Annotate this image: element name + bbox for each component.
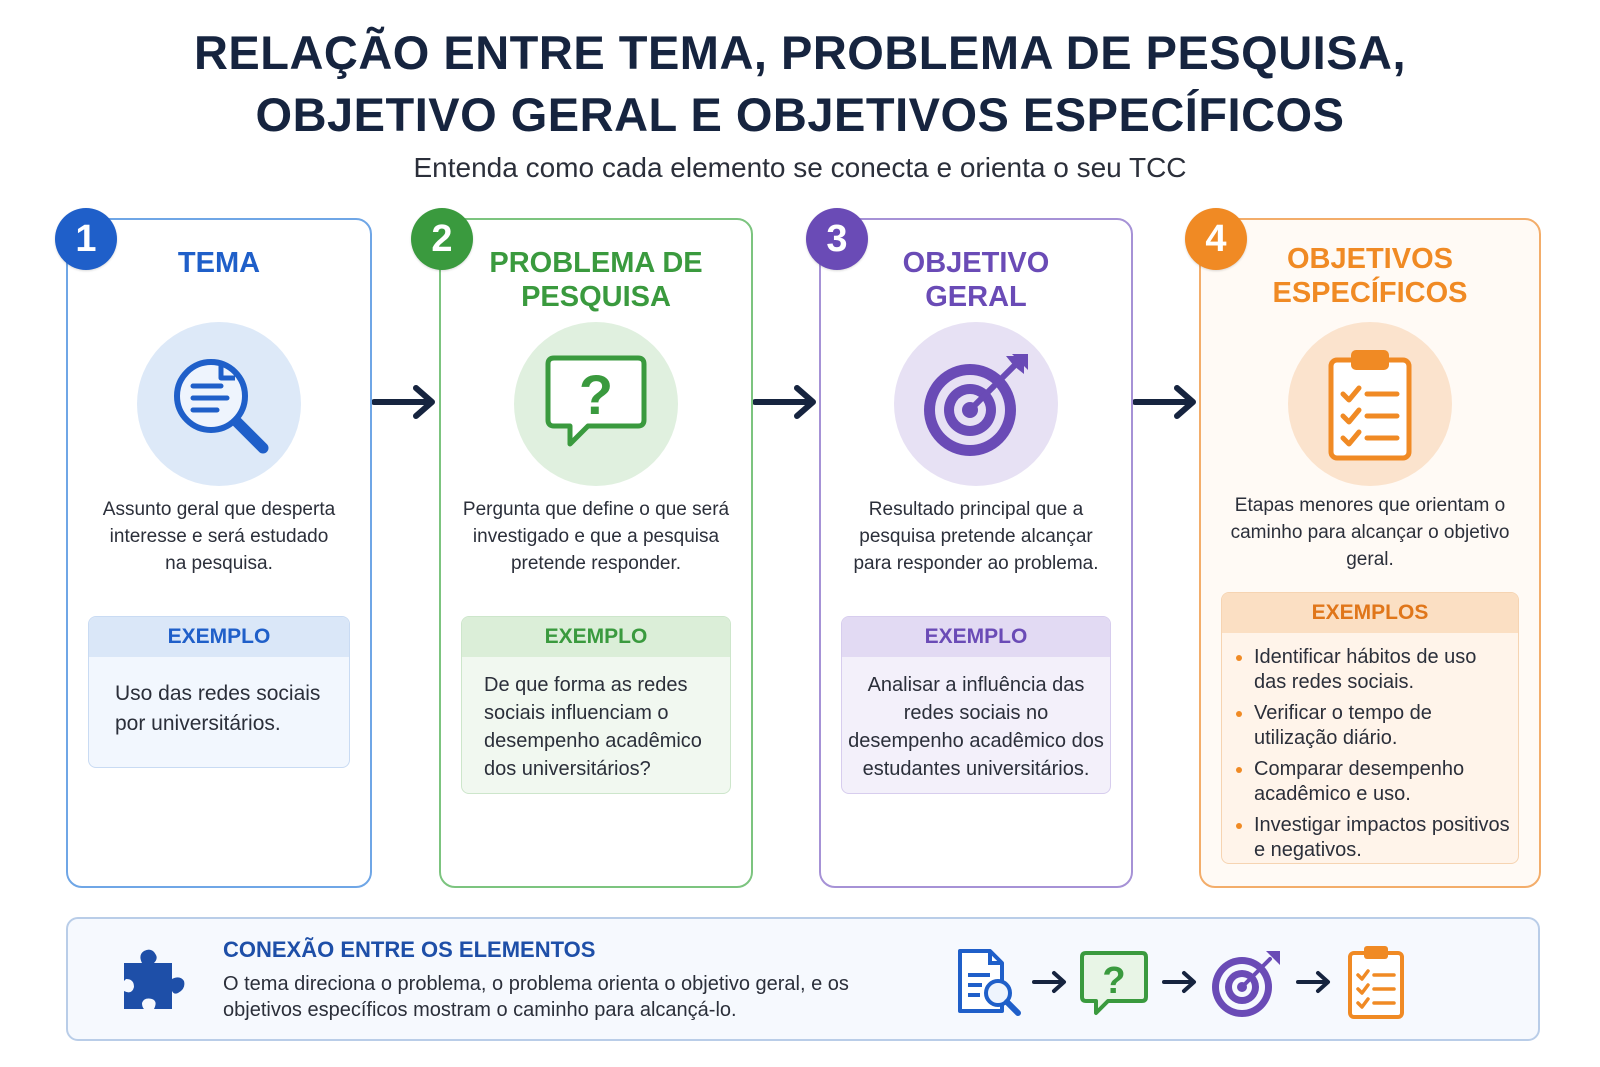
list-item: Verificar o tempo de utilização diário. — [1236, 701, 1510, 751]
card-objetivos-especificos-example-label: EXEMPLOS — [1222, 593, 1518, 633]
card-objetivos-especificos-title-line-1: OBJETIVOS — [1287, 243, 1453, 275]
card-objetivos-especificos-example-box: EXEMPLOS Identificar hábitos de uso das … — [1221, 592, 1519, 864]
card-tema-title: TEMA — [177, 247, 261, 279]
step-badge-3: 3 — [806, 208, 868, 270]
card-objetivos-especificos-example-list: Identificar hábitos de uso das redes soc… — [1222, 633, 1518, 863]
arrow-right-icon — [1296, 971, 1330, 993]
puzzle-piece-icon — [124, 949, 185, 1009]
card-problema-description: Pergunta que define o que será investiga… — [462, 499, 730, 574]
card-objetivo-geral-example-box: EXEMPLO Analisar a influência das redes … — [841, 616, 1111, 794]
card-problema-example-text: De que forma as redes sociais influencia… — [484, 674, 702, 780]
card-tema-icon-circle — [137, 322, 301, 486]
card-problema-example-label: EXEMPLO — [462, 617, 730, 657]
card-objetivo-geral-title: OBJETIVO GERAL — [821, 246, 1131, 314]
card-objetivos-especificos-title-line-2: ESPECÍFICOS — [1272, 277, 1468, 309]
arrow-right-icon — [1133, 385, 1196, 419]
card-objetivo-geral-description: Resultado principal que a pesquisa prete… — [853, 499, 1099, 574]
card-problema-example-box: EXEMPLO De que forma as redes sociais in… — [461, 616, 731, 794]
card-objetivos-especificos-description: Etapas menores que orientam o caminho pa… — [1230, 495, 1510, 570]
question-bubble-icon: ? — [545, 355, 647, 447]
list-item: Comparar desempenho acadêmico e uso. — [1236, 757, 1510, 807]
card-tema-example-text: Uso das redes sociais por universitários… — [115, 682, 321, 735]
page-subtitle: Entenda como cada elemento se conecta e … — [413, 152, 1187, 183]
card-objetivo-geral: OBJETIVO GERAL Resultado principal que a… — [819, 218, 1133, 888]
card-problema-title: PROBLEMA DE PESQUISA — [441, 246, 751, 314]
arrow-right-icon — [753, 385, 816, 419]
card-objetivo-geral-title-line-1: OBJETIVO — [902, 247, 1050, 279]
card-tema: TEMA Assunto geral que desperta interess… — [66, 218, 372, 888]
connection-panel: CONEXÃO ENTRE OS ELEMENTOS O tema direci… — [66, 917, 1540, 1041]
card-objetivos-especificos: OBJETIVOS ESPECÍFICOS Etapas menores que… — [1199, 218, 1541, 888]
card-tema-description: Assunto geral que desperta interesse e s… — [102, 499, 336, 574]
page-title: RELAÇÃO ENTRE TEMA, PROBLEMA DE PESQUISA… — [0, 22, 1600, 146]
card-objetivo-geral-example-text: Analisar a influência das redes sociais … — [848, 674, 1104, 780]
step-badge-2: 2 — [411, 208, 473, 270]
arrow-right-icon — [372, 385, 435, 419]
card-tema-example-label: EXEMPLO — [89, 617, 349, 657]
step-badge-4: 4 — [1185, 208, 1247, 270]
connection-text: O tema direciona o problema, o problema … — [223, 973, 849, 1021]
arrow-right-icon — [1032, 971, 1066, 993]
card-problema: PROBLEMA DE PESQUISA ? Pergunta que defi… — [439, 218, 753, 888]
target-icon — [924, 354, 1028, 456]
page-title-line-1: RELAÇÃO ENTRE TEMA, PROBLEMA DE PESQUISA… — [193, 26, 1407, 79]
svg-text:?: ? — [579, 363, 613, 426]
document-search-icon — [174, 359, 269, 454]
card-tema-example-box: EXEMPLO Uso das redes sociais por univer… — [88, 616, 350, 768]
card-objetivo-geral-icon-circle — [894, 322, 1058, 486]
svg-text:?: ? — [1102, 960, 1125, 1002]
card-objetivo-geral-example-label: EXEMPLO — [842, 617, 1110, 657]
connection-title: CONEXÃO ENTRE OS ELEMENTOS — [223, 937, 596, 962]
card-problema-title-line-2: PESQUISA — [521, 281, 671, 313]
card-objetivo-geral-title-line-2: GERAL — [925, 281, 1027, 313]
list-item: Identificar hábitos de uso das redes soc… — [1236, 645, 1510, 695]
card-objetivos-especificos-title: OBJETIVOS ESPECÍFICOS — [1201, 242, 1539, 310]
document-search-icon — [958, 949, 1021, 1016]
card-problema-icon-circle: ? — [514, 322, 678, 486]
page-title-line-2: OBJETIVO GERAL E OBJETIVOS ESPECÍFICOS — [255, 88, 1345, 141]
arrow-right-icon — [1162, 971, 1196, 993]
target-icon — [1212, 951, 1280, 1017]
card-objetivos-especificos-icon-circle — [1288, 322, 1452, 486]
list-item: Investigar impactos positivos e negativo… — [1236, 813, 1510, 863]
clipboard-checklist-icon — [1328, 350, 1412, 461]
step-badge-1: 1 — [55, 208, 117, 270]
question-bubble-icon: ? — [1080, 951, 1148, 1015]
card-problema-title-line-1: PROBLEMA DE — [489, 247, 703, 279]
clipboard-checklist-icon — [1348, 946, 1404, 1019]
